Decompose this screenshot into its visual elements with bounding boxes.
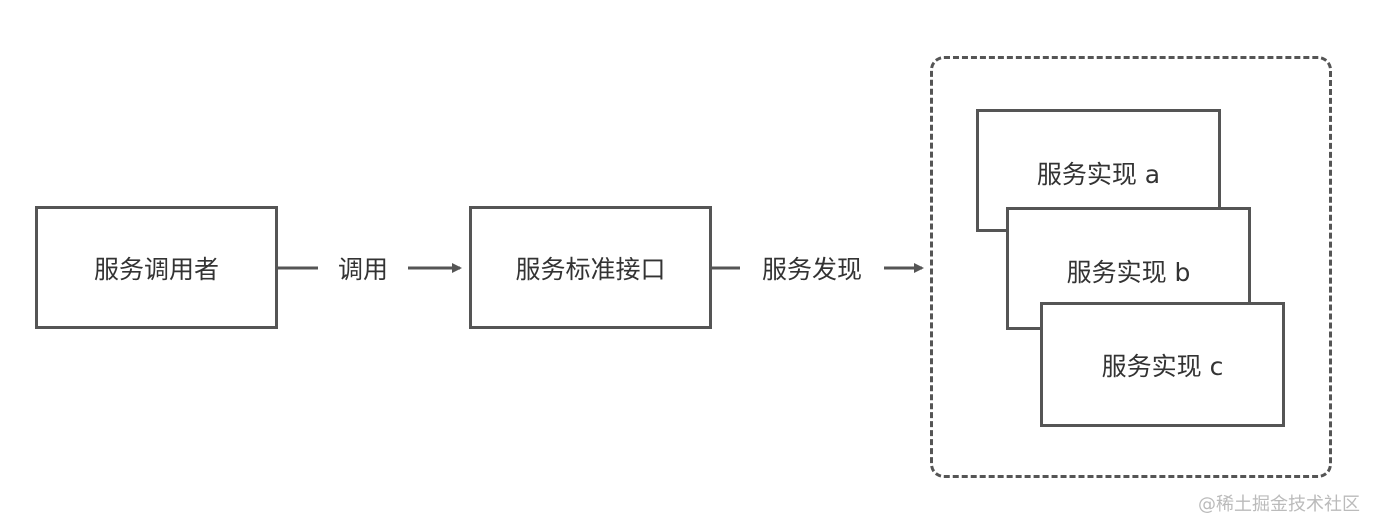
service-impl-c-label: 服务实现 c: [1101, 351, 1224, 381]
discovery-edge-label: 服务发现: [761, 255, 863, 284]
call-edge-label: 调用: [337, 255, 389, 284]
service-interface-node: 服务标准接口: [469, 206, 712, 329]
service-caller-node: 服务调用者: [35, 206, 278, 329]
service-impl-c-node: 服务实现 c: [1040, 302, 1285, 427]
implementation-group: [930, 56, 1332, 478]
service-impl-b-label: 服务实现 b: [1066, 258, 1191, 287]
service-impl-a-label: 服务实现 a: [1036, 160, 1161, 189]
watermark-text: @稀土掘金技术社区: [1198, 494, 1360, 515]
